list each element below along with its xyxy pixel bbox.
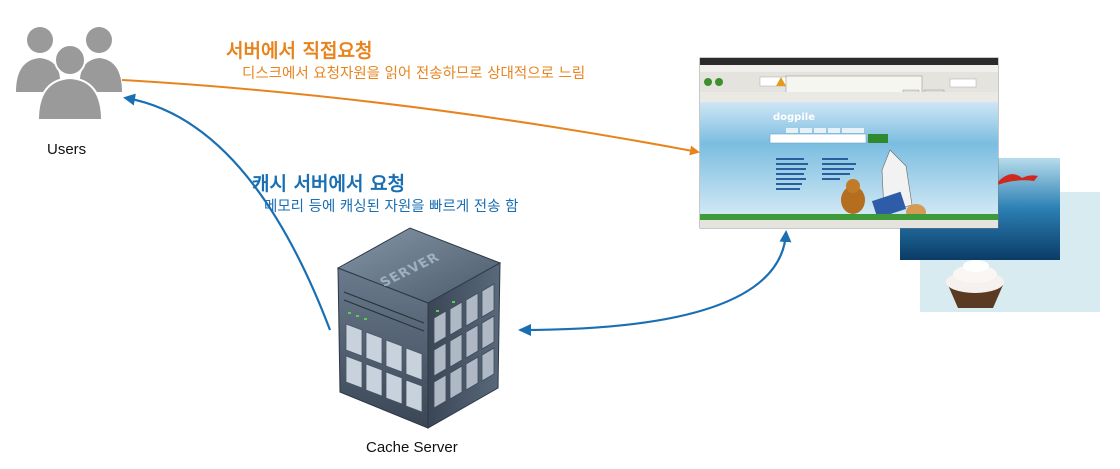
dogpile-logo: dogpile xyxy=(773,112,815,123)
browser-screenshot: dogpile xyxy=(699,57,999,229)
cache-request-description: 메모리 등에 캐싱된 자원을 빠르게 전송 함 xyxy=(264,199,519,215)
cache-server-label: Cache Server xyxy=(366,439,458,456)
cache-browser-arrow-head-left xyxy=(518,324,531,336)
users-label: Users xyxy=(47,141,87,158)
direct-request-arrow xyxy=(121,79,700,156)
cupcake-image xyxy=(946,260,1004,308)
cache-server-icon: SERVER xyxy=(336,227,502,429)
users-icon xyxy=(16,27,122,121)
direct-request-title: 서버에서 직접요청 xyxy=(226,40,373,62)
direct-request-description: 디스크에서 요청자원을 읽어 전송하므로 상대적으로 느림 xyxy=(242,66,586,82)
cache-to-users-arrow xyxy=(123,93,332,331)
cache-browser-arrow xyxy=(519,230,792,332)
cache-request-title: 캐시 서버에서 요청 xyxy=(252,173,406,195)
dogpile-mascots xyxy=(841,149,926,220)
